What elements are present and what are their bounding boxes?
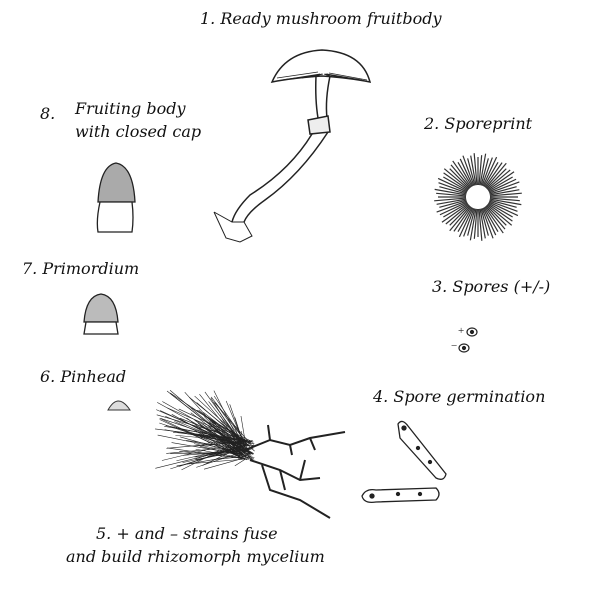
- stage-8-number: 8.: [40, 104, 56, 123]
- spore-minus-sign: −: [451, 340, 457, 352]
- rhizomorph-mycelium-illustration: [154, 390, 346, 519]
- stage-7-label: 7. Primordium: [22, 259, 140, 278]
- stage-5-label-line2: and build rhizomorph mycelium: [66, 547, 325, 566]
- stage-4-label: 4. Spore germination: [373, 387, 546, 406]
- pinhead-illustration: [107, 400, 131, 411]
- spore-plus-sign: +: [458, 325, 464, 337]
- spores-illustration: + −: [451, 325, 478, 353]
- stage-5-label-line1: 5. + and – strains fuse: [96, 524, 278, 543]
- stage-1-label: 1. Ready mushroom fruitbody: [200, 9, 442, 28]
- closed-cap-fruiting-body-illustration: [96, 162, 136, 233]
- stage-6-label: 6. Pinhead: [40, 367, 127, 386]
- spore-germination-illustration: [361, 420, 447, 504]
- stage-8-label-line1: Fruiting body: [75, 99, 186, 118]
- mature-mushroom-illustration: [213, 49, 372, 243]
- stage-2-label: 2. Sporeprint: [424, 114, 533, 133]
- stage-8-label-line2: with closed cap: [75, 122, 202, 141]
- sporeprint-illustration: [434, 153, 522, 241]
- primordium-illustration: [83, 293, 119, 335]
- stage-3-label: 3. Spores (+/-): [432, 277, 551, 296]
